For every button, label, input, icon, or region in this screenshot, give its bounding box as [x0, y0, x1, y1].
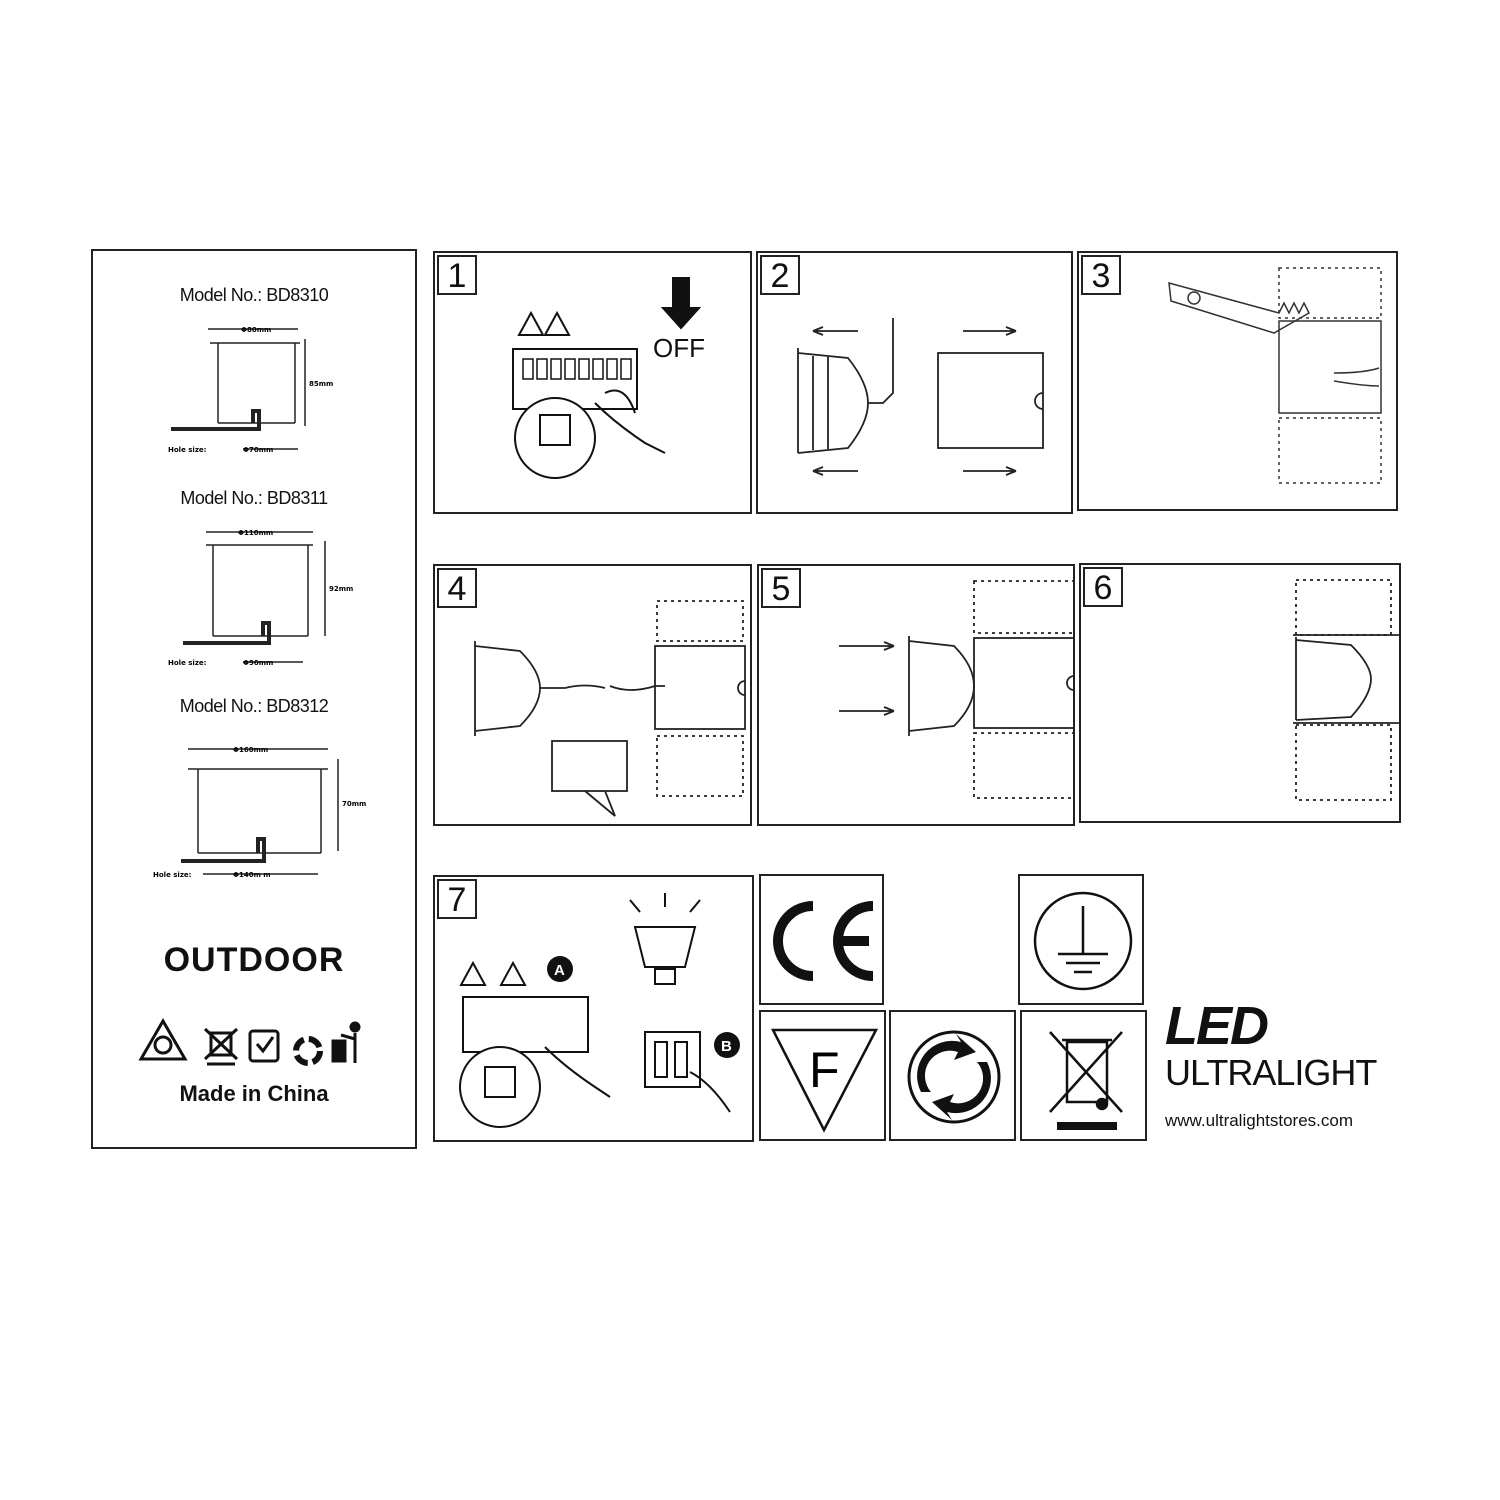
- f-mark-box: F: [759, 1010, 886, 1141]
- step-6-panel: 6: [1079, 563, 1401, 823]
- not-dimmable-icon: [138, 1018, 188, 1061]
- step-number: 5: [761, 568, 801, 608]
- earth-symbol-box: [1018, 874, 1144, 1005]
- badge-b: [714, 1032, 740, 1058]
- green-dot-icon: [907, 1030, 1001, 1124]
- model-bd8312-drawing: Φ160mm 70mm Hole size: Φ140m m: [138, 746, 366, 1066]
- ce-mark-box: [759, 874, 884, 1005]
- step-3-panel: 3: [1077, 251, 1398, 511]
- brand-url: www.ultralightstores.com: [1165, 1111, 1354, 1130]
- dim-hole: Φ70mm: [243, 446, 273, 454]
- hole-label: Hole size:: [168, 446, 207, 454]
- hole-label: Hole size:: [168, 659, 207, 667]
- step-7-panel: 7 A B: [433, 875, 754, 1142]
- made-in-label: Made in China: [179, 1081, 329, 1106]
- dim-hole: Φ90mm: [243, 659, 273, 667]
- badge-a-label: A: [554, 962, 565, 979]
- brand-logo-led: LED: [1165, 996, 1269, 1056]
- dim-side: 92mm: [329, 585, 353, 593]
- connect-wires-illustration: [474, 600, 746, 817]
- step-number: 2: [760, 255, 800, 295]
- weee-bin-icon: [203, 1027, 239, 1066]
- cut-hole-illustration: [1168, 267, 1382, 484]
- protective-earth-icon: [1033, 891, 1133, 991]
- switch-off-breaker-illustration: [512, 277, 702, 479]
- model-label: Model No.: BD8312: [179, 696, 329, 716]
- warning-icon: [459, 960, 487, 986]
- recycle-icon: [293, 1036, 323, 1066]
- step-number: 6: [1083, 567, 1123, 607]
- hole-label: Hole size:: [153, 871, 192, 879]
- dim-hole: Φ140m m: [233, 871, 271, 879]
- model-dimension-drawings: Φ80mm 85mm Hole size: Φ70mm Φ110mm 92mm …: [168, 326, 353, 667]
- crossed-bin-icon: [1049, 1031, 1123, 1130]
- step-number: 3: [1081, 255, 1121, 295]
- dim-top: Φ110mm: [238, 529, 273, 537]
- outdoor-label: OUTDOOR: [163, 941, 345, 979]
- installed-fixture-illustration: [1293, 579, 1401, 801]
- model-specs-panel: Model No.: BD8310 Φ80mm 85mm Hole size: …: [91, 249, 417, 1149]
- lamp-icon: [633, 926, 697, 968]
- model-label: Model No.: BD8311: [180, 488, 328, 508]
- step-number: 7: [437, 879, 477, 919]
- rohs-icon: [248, 1029, 280, 1063]
- brand-logo-ultralight: ULTRALIGHT: [1165, 1052, 1377, 1093]
- badge-b-label: B: [721, 1038, 732, 1055]
- switch-on-illustration: A B: [459, 893, 740, 1128]
- insert-fixture-illustration: [839, 580, 1075, 799]
- f-mark-icon: F: [770, 1028, 879, 1133]
- step-number: 4: [437, 568, 477, 608]
- model-bd8310-drawing: [171, 328, 306, 450]
- model-label: Model No.: BD8310: [179, 285, 329, 305]
- badge-a: [547, 956, 573, 982]
- dim-side: 70mm: [342, 800, 366, 808]
- prepare-fixture-illustration: [797, 318, 1044, 476]
- step-1-panel: 1 OFF: [433, 251, 752, 514]
- warning-icon: [517, 310, 545, 336]
- off-label: OFF: [653, 333, 705, 363]
- dim-top: Φ80mm: [241, 326, 271, 334]
- electric-hazard-icon: [543, 310, 571, 336]
- weee-box: [1020, 1010, 1147, 1141]
- ce-mark-icon: [773, 901, 874, 981]
- step-number: 1: [437, 255, 477, 295]
- tidyman-icon: [331, 1021, 361, 1063]
- dim-top: Φ160mm: [233, 746, 268, 754]
- step-5-panel: 5: [757, 564, 1075, 826]
- step-2-panel: 2: [756, 251, 1073, 514]
- dim-side: 85mm: [309, 380, 333, 388]
- compliance-icons: [138, 1018, 361, 1066]
- f-mark-letter: F: [809, 1042, 840, 1098]
- step-4-panel: 4: [433, 564, 752, 826]
- model-bd8311-drawing: [183, 531, 326, 663]
- electric-hazard-icon: [499, 960, 527, 986]
- green-dot-box: [889, 1010, 1016, 1141]
